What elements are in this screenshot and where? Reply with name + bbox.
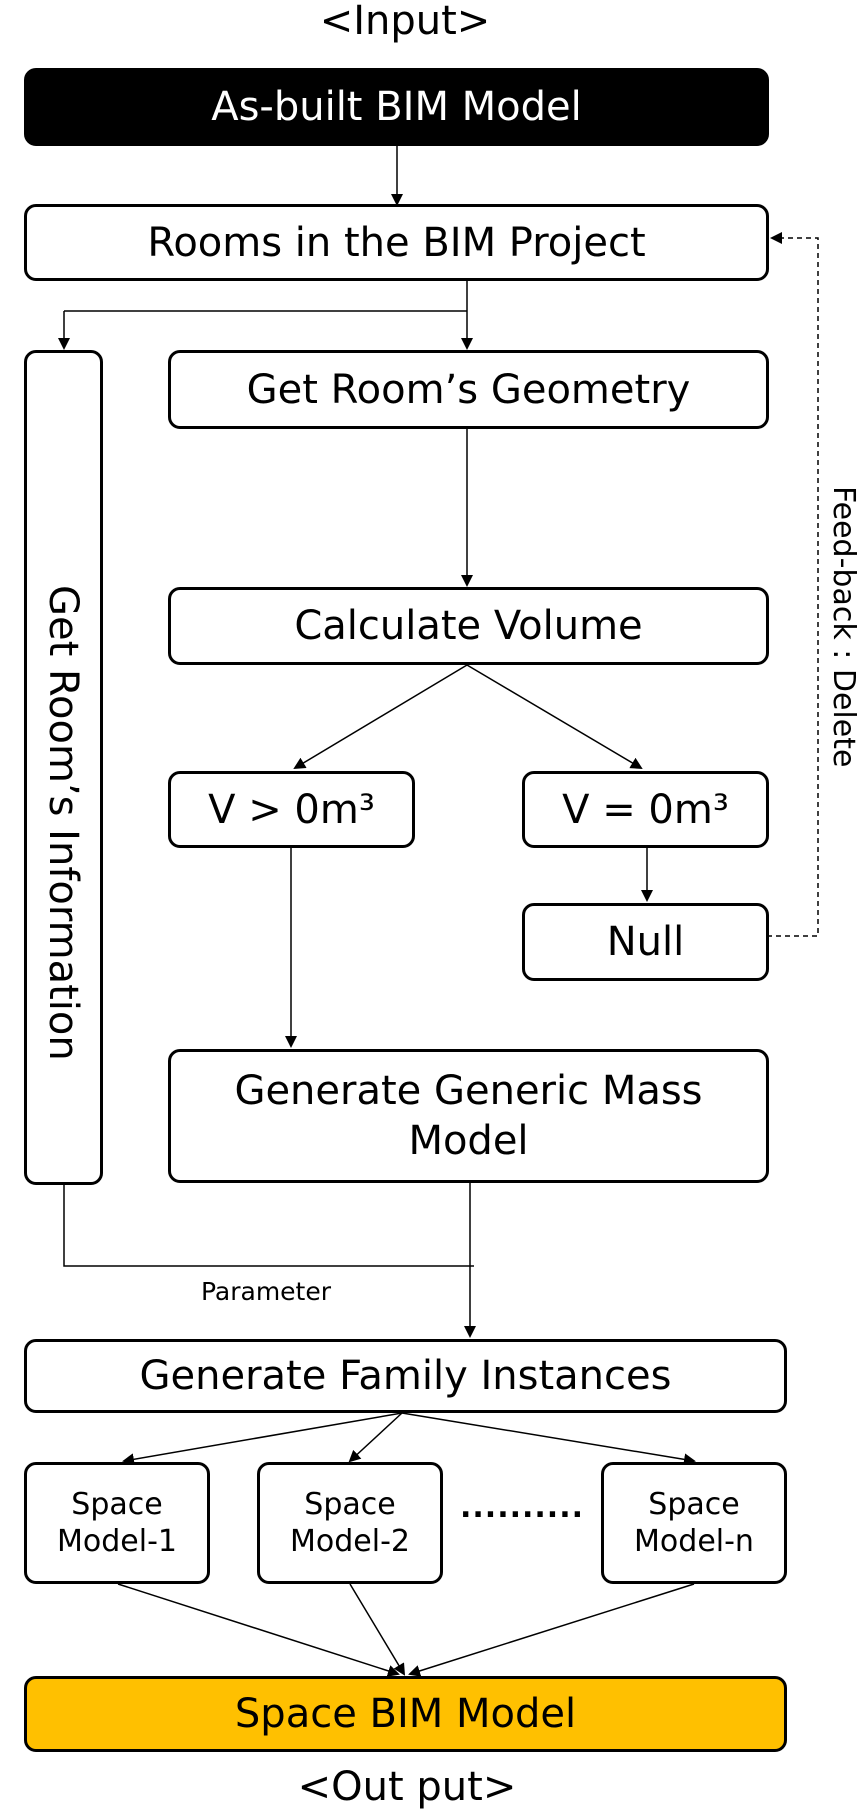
node-get-geometry-label: Get Room’s Geometry bbox=[246, 366, 691, 413]
node-null-label: Null bbox=[606, 919, 685, 965]
edge-volume-vzero bbox=[466, 664, 643, 770]
node-generate-mass-line2: Model bbox=[408, 1118, 529, 1164]
node-generate-family-instances: Generate Family Instances bbox=[24, 1339, 787, 1413]
edge-family-space2 bbox=[348, 1412, 403, 1463]
node-rooms-in-project: Rooms in the BIM Project bbox=[24, 204, 769, 281]
input-label: <Input> bbox=[319, 0, 491, 44]
edge-volume-vpositive bbox=[293, 664, 468, 770]
node-generate-family-label: Generate Family Instances bbox=[139, 1353, 672, 1399]
edge-label-parameter: Parameter bbox=[200, 1277, 332, 1306]
node-v-positive: V > 0m³ bbox=[168, 771, 415, 848]
node-as-built-bim-model: As-built BIM Model bbox=[24, 68, 769, 146]
edge-space1-output bbox=[117, 1583, 400, 1677]
space-model-ellipsis: .......... bbox=[460, 1490, 584, 1525]
edge-family-space1 bbox=[122, 1412, 403, 1466]
node-generate-mass-line1: Generate Generic Mass bbox=[234, 1068, 703, 1114]
edge-spacen-output bbox=[408, 1583, 695, 1677]
node-get-room-information bbox=[24, 350, 103, 1185]
node-v-zero-label: V = 0m³ bbox=[562, 786, 729, 833]
edge-information-parameter bbox=[63, 1183, 474, 1267]
node-v-positive-label: V > 0m³ bbox=[208, 786, 375, 833]
edge-feedback bbox=[767, 232, 819, 937]
node-space-model-2-line1: Space bbox=[304, 1486, 396, 1522]
node-space-model-1-line1: Space bbox=[71, 1486, 163, 1522]
node-null: Null bbox=[522, 903, 769, 981]
node-space-model-n: Space Model-n bbox=[601, 1462, 787, 1584]
edge-label-feedback: Feed-back : Delete bbox=[826, 486, 861, 768]
edge-family-spacen bbox=[401, 1412, 696, 1466]
output-label: <Out put> bbox=[297, 1764, 517, 1810]
edge-space2-output bbox=[349, 1583, 406, 1676]
node-space-bim-model: Space BIM Model bbox=[24, 1676, 787, 1752]
node-space-model-2-line2: Model-2 bbox=[290, 1524, 410, 1559]
node-calculate-volume-label: Calculate Volume bbox=[294, 603, 643, 649]
node-space-model-2: Space Model-2 bbox=[257, 1462, 443, 1584]
node-space-bim-label: Space BIM Model bbox=[234, 1691, 577, 1737]
node-generate-generic-mass-model: Generate Generic Mass Model bbox=[168, 1049, 769, 1183]
node-space-model-1-line2: Model-1 bbox=[57, 1524, 177, 1559]
node-space-model-n-line2: Model-n bbox=[634, 1524, 754, 1559]
node-as-built-label: As-built BIM Model bbox=[211, 84, 582, 130]
node-space-model-n-line1: Space bbox=[648, 1486, 740, 1522]
node-space-model-1: Space Model-1 bbox=[24, 1462, 210, 1584]
node-get-room-geometry: Get Room’s Geometry bbox=[168, 350, 769, 429]
node-rooms-label: Rooms in the BIM Project bbox=[147, 219, 646, 266]
node-get-information-label: Get Room’s Information bbox=[40, 585, 86, 1061]
node-v-zero: V = 0m³ bbox=[522, 771, 769, 848]
node-calculate-volume: Calculate Volume bbox=[168, 587, 769, 665]
